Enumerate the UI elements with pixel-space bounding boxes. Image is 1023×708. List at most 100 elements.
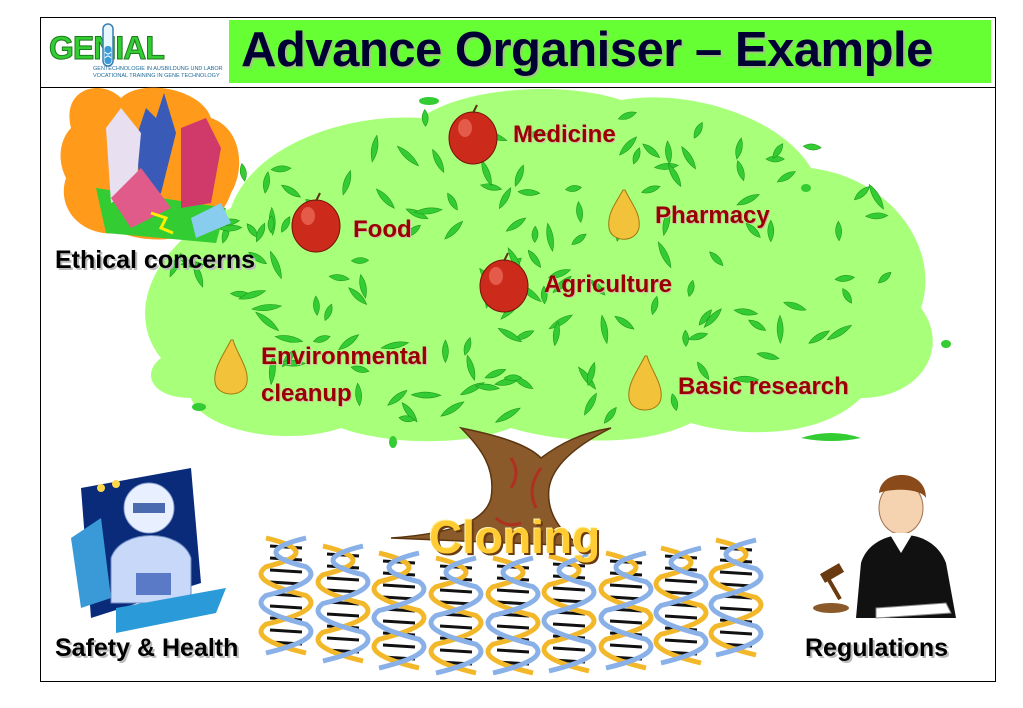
dna-strand <box>653 545 709 666</box>
dna-strand <box>664 614 698 620</box>
leaf-shape <box>765 155 785 163</box>
leaf-shape <box>733 308 759 316</box>
leaf-shape <box>463 337 472 356</box>
leaf-shape <box>255 222 266 243</box>
leaf-shape <box>756 352 780 360</box>
leaf-shape <box>440 401 465 417</box>
leaf-shape <box>681 145 696 170</box>
dna-strand <box>664 638 698 644</box>
leaf-shape <box>834 275 855 282</box>
leaf-shape <box>447 192 458 211</box>
leaf-shape <box>584 392 597 416</box>
leaf-shape <box>263 171 270 194</box>
leaf-shape <box>375 188 395 209</box>
leaf-shape <box>868 183 884 210</box>
leaf-shape <box>526 131 548 138</box>
safety-lab-worker-clipart-icon <box>71 468 226 633</box>
dna-strand <box>598 550 654 671</box>
leaf-shape <box>444 220 464 240</box>
dna-strand <box>269 544 303 550</box>
leaf-shape <box>442 339 449 364</box>
leaf-shape <box>274 335 304 343</box>
leaf-shape <box>342 169 352 196</box>
dna-strand <box>552 646 586 652</box>
leaf-shape <box>387 389 408 406</box>
leaf-shape <box>267 215 275 234</box>
leaf-shape <box>499 187 512 210</box>
dna-strand <box>719 546 753 552</box>
apple-icon <box>448 104 498 165</box>
leaf-shape <box>169 252 182 278</box>
leaf-shape <box>517 189 541 196</box>
leaf-shape <box>587 361 596 387</box>
label-safety-health: Safety & Health <box>55 634 239 662</box>
leaf-shape <box>877 271 892 284</box>
leaf-shape <box>540 285 548 305</box>
dna-strand <box>315 543 371 664</box>
leaf-shape <box>238 290 267 300</box>
dna-strand <box>371 550 427 671</box>
leaf-shape <box>432 148 445 174</box>
leaf-shape <box>735 137 743 160</box>
tree-trunk <box>390 426 612 547</box>
pear-icon <box>608 189 640 240</box>
fruit-label-pharmacy: Pharmacy <box>655 202 770 229</box>
dna-strand <box>382 559 416 565</box>
leaf-shape <box>670 393 678 412</box>
dna-strand <box>269 628 303 634</box>
leaf-shape <box>748 319 767 331</box>
dna-strand <box>269 604 303 610</box>
leaf-shape <box>281 216 291 233</box>
dna-strand <box>382 619 416 625</box>
leaf-shape <box>736 160 745 182</box>
dna-strand <box>258 535 314 656</box>
dna-strand <box>496 648 530 654</box>
leaf-shape <box>590 279 606 296</box>
dna-strand <box>496 564 530 570</box>
leaf-shape <box>350 257 370 264</box>
leaf-shape <box>531 225 539 243</box>
logo-tagline-1: GENTECHNOLOGIE IN AUSBILDUNG UND LABOR <box>93 66 223 72</box>
fruit-label-cleanup: cleanup <box>261 380 352 407</box>
leaf-shape <box>641 185 661 194</box>
leaf-shape <box>401 402 418 423</box>
leaf-shape <box>709 251 724 267</box>
leaf-shape <box>479 183 503 191</box>
apple-icon <box>291 192 341 253</box>
logo-tagline-2: VOCATIONAL TRAINING IN GENE TECHNOLOGY <box>93 73 220 79</box>
leaf-shape <box>619 136 637 156</box>
leaf-shape <box>698 309 712 326</box>
leaf-shape <box>826 324 853 341</box>
dna-strand <box>258 535 314 656</box>
dna-strand <box>439 624 473 630</box>
test-tube-icon <box>102 23 114 67</box>
dna-strand <box>439 564 473 570</box>
leaf-shape <box>682 329 689 347</box>
leaf-shape <box>312 335 331 343</box>
leaf-shape <box>772 143 784 159</box>
leaf-shape <box>421 108 429 127</box>
dna-strand <box>598 550 654 671</box>
dna-strand <box>428 555 484 676</box>
leaf-shape <box>642 143 661 158</box>
dna-strand <box>269 568 303 574</box>
leaf-shape <box>505 217 527 232</box>
page-title: Advance Organiser – Example <box>241 23 933 77</box>
leaf-shape <box>410 391 442 399</box>
leaf-shape <box>405 224 421 238</box>
leaf-shape <box>475 383 500 391</box>
dna-strand <box>541 553 597 674</box>
dna-strand <box>664 554 698 560</box>
fruit-label-agriculture: Agriculture <box>544 271 673 298</box>
dna-strand <box>552 622 586 628</box>
leaf-shape <box>255 311 280 332</box>
leaf-shape <box>776 171 796 183</box>
dna-strand <box>708 537 764 658</box>
leaf-shape <box>251 304 283 312</box>
pear-icon <box>214 339 248 395</box>
tree-foliage <box>145 88 951 448</box>
slide-header: GENIAL GENTECHNOLOGIE IN AUSBILDUNG UND … <box>41 18 995 88</box>
leaf-shape <box>736 194 760 206</box>
leaf-shape <box>835 220 842 242</box>
leaf-shape <box>745 222 761 238</box>
